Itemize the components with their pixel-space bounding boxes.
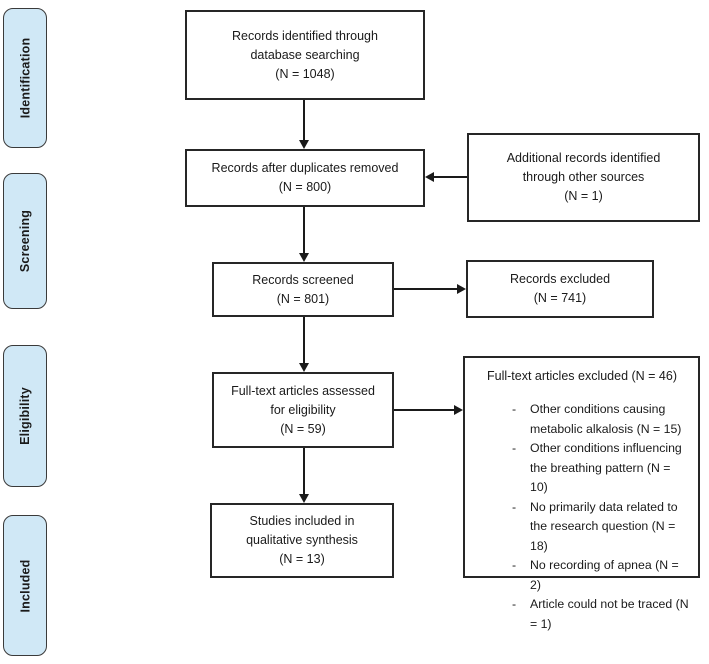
box-records-identified-count: (N = 1048) (275, 66, 335, 81)
box-records-screened: Records screened (N = 801) (212, 262, 394, 317)
box-duplicates-removed-line1: Records after duplicates removed (211, 161, 399, 175)
box-studies-included-count: (N = 13) (279, 552, 325, 566)
exclusion-reason-item: - Article could not be traced (N = 1) (512, 595, 692, 634)
box-records-excluded: Records excluded (N = 741) (466, 260, 654, 318)
arrow-line (303, 317, 305, 364)
stage-eligibility: Eligibility (3, 345, 47, 487)
box-duplicates-removed-count: (N = 800) (278, 180, 332, 194)
exclusion-reason-item: - No primarily data related to the resea… (512, 498, 692, 557)
box-duplicates-removed: Records after duplicates removed (N = 80… (185, 149, 425, 207)
arrow-head-down-icon (299, 253, 309, 262)
box-studies-included: Studies included in qualitative synthesi… (210, 503, 394, 578)
stage-identification-label: Identification (18, 37, 33, 119)
bullet-dash: - (512, 558, 517, 572)
arrow-line (303, 448, 305, 495)
box-additional-records: Additional records identified through ot… (467, 133, 700, 222)
exclusion-reason-text: No recording of apnea (N = 2) (530, 558, 679, 592)
box-fulltext-excluded: Full-text articles excluded (N = 46) - O… (463, 356, 700, 631)
arrow-head-right-icon (457, 284, 466, 294)
arrow-line (394, 288, 458, 290)
arrow-head-down-icon (299, 140, 309, 149)
box-studies-included-line2: qualitative synthesis (246, 533, 358, 547)
box-studies-included-line1: Studies included in (249, 514, 355, 528)
exclusion-reason-item: - Other conditions influencing the breat… (512, 439, 692, 498)
bullet-dash: - (512, 441, 517, 455)
box-records-screened-line1: Records screened (252, 272, 354, 287)
box-records-identified: Records identified through database sear… (185, 10, 425, 100)
bullet-dash: - (512, 402, 517, 416)
box-records-excluded-line1: Records excluded (509, 272, 611, 286)
arrow-head-down-icon (299, 494, 309, 503)
box-fulltext-assessed-line2: for eligibility (270, 402, 336, 417)
arrow-line (433, 176, 467, 178)
box-records-excluded-count: (N = 741) (533, 291, 587, 305)
arrow-head-left-icon (425, 172, 434, 182)
box-records-identified-line2: database searching (250, 47, 360, 62)
arrow-head-right-icon (454, 405, 463, 415)
box-additional-records-line2: through other sources (522, 170, 645, 184)
stage-eligibility-label: Eligibility (18, 387, 33, 445)
box-fulltext-assessed: Full-text articles assessed for eligibil… (212, 372, 394, 448)
exclusion-reason-text: No primarily data related to the researc… (530, 499, 678, 553)
bullet-dash: - (512, 499, 517, 514)
stage-identification: Identification (3, 8, 47, 148)
arrow-line (394, 409, 455, 411)
stage-screening: Screening (3, 173, 47, 309)
exclusion-reason-text: Article could not be traced (N = 1) (530, 597, 689, 631)
box-additional-records-count: (N = 1) (564, 189, 603, 203)
box-additional-records-line1: Additional records identified (506, 151, 661, 165)
box-records-identified-line1: Records identified through (232, 28, 378, 43)
box-fulltext-assessed-count: (N = 59) (280, 421, 326, 436)
arrow-head-down-icon (299, 363, 309, 372)
fulltext-excluded-reasons: - Other conditions causing metabolic alk… (487, 400, 692, 634)
arrow-line (303, 100, 305, 141)
bullet-dash: - (512, 597, 517, 611)
exclusion-reason-text: Other conditions influencing the breathi… (530, 441, 682, 494)
stage-included: Included (3, 515, 47, 656)
stage-screening-label: Screening (18, 209, 32, 273)
exclusion-reason-item: - Other conditions causing metabolic alk… (512, 400, 692, 439)
box-records-screened-count: (N = 801) (276, 291, 330, 306)
exclusion-reason-text: Other conditions causing metabolic alkal… (530, 402, 682, 436)
box-fulltext-assessed-line1: Full-text articles assessed (231, 383, 375, 398)
exclusion-reason-item: - No recording of apnea (N = 2) (512, 556, 692, 595)
stage-included-label: Included (18, 559, 32, 612)
box-fulltext-excluded-title: Full-text articles excluded (N = 46) (487, 369, 678, 383)
arrow-line (303, 207, 305, 254)
